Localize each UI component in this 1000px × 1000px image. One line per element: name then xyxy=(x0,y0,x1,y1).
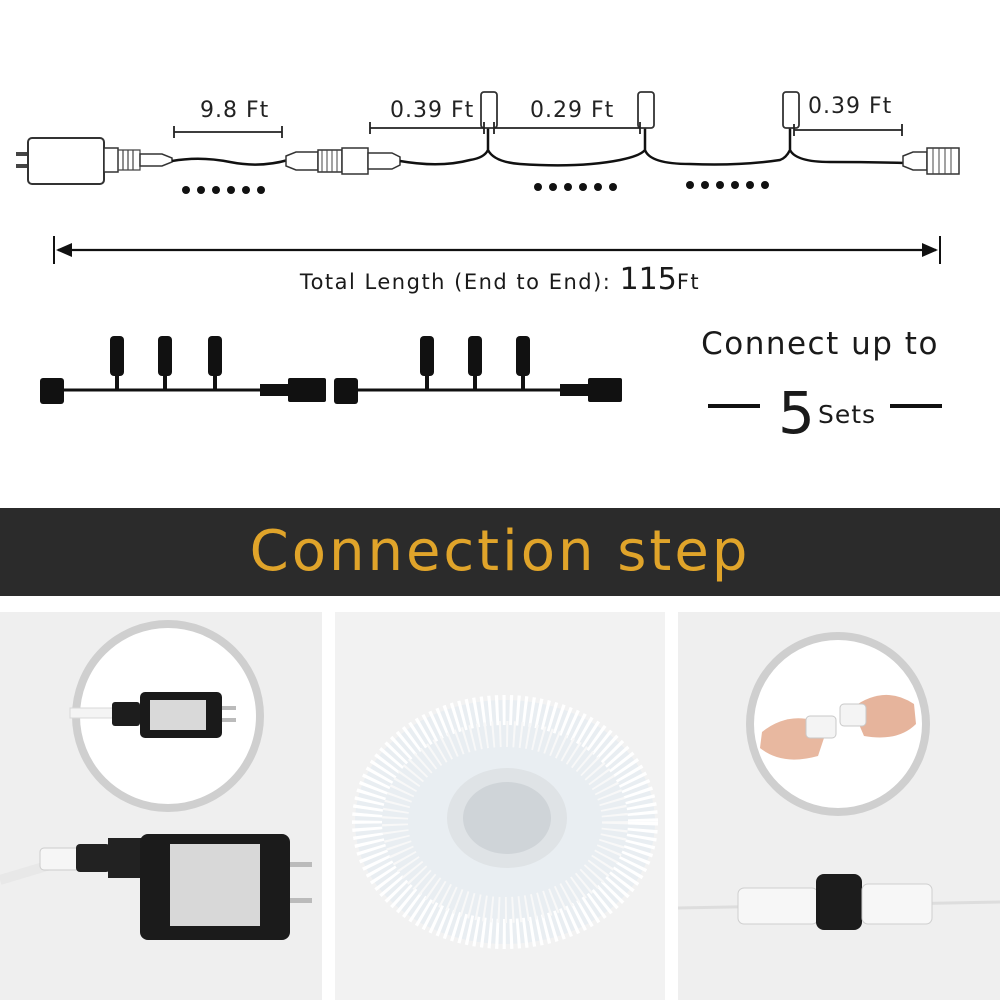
cable-wire xyxy=(171,157,289,166)
bulb-socket-icon xyxy=(480,91,800,129)
wire-coil-icon xyxy=(352,695,658,949)
sets-unit: Sets xyxy=(818,400,877,429)
total-length-value: 115 xyxy=(619,262,677,297)
connect-up-to-text: Connect up to xyxy=(701,326,939,362)
sets-number: 5 xyxy=(778,379,815,447)
power-adapter-photo xyxy=(0,612,322,1000)
wire-coil-photo xyxy=(335,612,665,1000)
segment-label-0-39ft-b: 0.39 Ft xyxy=(808,94,893,119)
segment-label-0-29ft: 0.29 Ft xyxy=(530,98,615,123)
connect-sets-diagram xyxy=(40,336,622,404)
total-length-unit: Ft xyxy=(676,270,701,294)
adapter-closeup-icon xyxy=(69,692,236,738)
total-length-text: Total Length (End to End): 115Ft xyxy=(0,262,1000,297)
sets-count: 5 Sets xyxy=(700,378,950,448)
dash-right xyxy=(890,404,942,408)
light-set-icon xyxy=(334,336,622,404)
cable-wire-main xyxy=(399,128,906,167)
inline-connector-icon xyxy=(285,147,401,175)
adapter-large-icon xyxy=(0,834,312,940)
end-connector-icon xyxy=(902,147,960,175)
plug-adapter-icon xyxy=(16,137,173,185)
dimension-lines xyxy=(173,122,903,138)
light-set-icon xyxy=(40,336,326,404)
connection-step-banner: Connection step xyxy=(0,508,1000,596)
hands-connecting-icon xyxy=(760,694,916,760)
total-length-arrow xyxy=(53,236,941,264)
ellipsis-dots xyxy=(182,181,769,194)
dash-left xyxy=(708,404,760,408)
banner-title: Connection step xyxy=(249,519,751,584)
segment-label-9-8ft: 9.8 Ft xyxy=(200,98,270,123)
connector-photo xyxy=(678,612,1000,1000)
inline-connector-closeup-icon xyxy=(678,874,1000,930)
string-light-diagram xyxy=(16,91,960,194)
total-length-prefix: Total Length (End to End): xyxy=(299,270,612,294)
segment-label-0-39ft-a: 0.39 Ft xyxy=(390,98,475,123)
